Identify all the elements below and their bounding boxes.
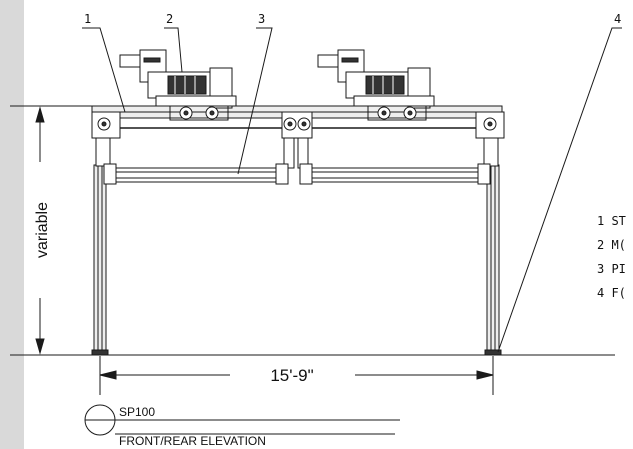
callout-3-label: 3 [258, 12, 265, 26]
horizontal-dimension [99, 356, 494, 395]
hoist-motor-left [119, 49, 237, 121]
legend-item-2: 2 M( [597, 238, 626, 252]
legend-item-1: 1 ST [597, 214, 626, 228]
legend-item-4: 4 F( [597, 286, 626, 300]
sheet-number: SP100 [119, 405, 155, 419]
view-title: FRONT/REAR ELEVATION [119, 434, 266, 448]
end-truck-right [475, 111, 505, 167]
horizontal-dimension-label: 15'-9" [270, 366, 313, 385]
callout-leader-2 [164, 27, 183, 73]
callout-leader-3 [237, 27, 273, 175]
vertical-dimension-label: variable [34, 202, 51, 258]
legend-item-3: 3 PI [597, 262, 626, 276]
bridge-beam-left [103, 163, 289, 185]
callout-1-label: 1 [84, 12, 91, 26]
callout-4-label: 4 [614, 12, 621, 26]
right-column [484, 164, 502, 356]
left-margin-strip [0, 0, 24, 449]
callout-2-label: 2 [166, 12, 173, 26]
title-block [84, 404, 400, 436]
left-column [91, 164, 109, 356]
callout-leader-4 [497, 27, 622, 353]
callout-leader-1 [82, 27, 126, 113]
vertical-dimension [35, 106, 45, 355]
end-truck-left [91, 111, 121, 167]
end-truck-center [281, 111, 313, 169]
bridge-beam-right [299, 163, 491, 185]
hoist-motor-right [317, 49, 435, 121]
